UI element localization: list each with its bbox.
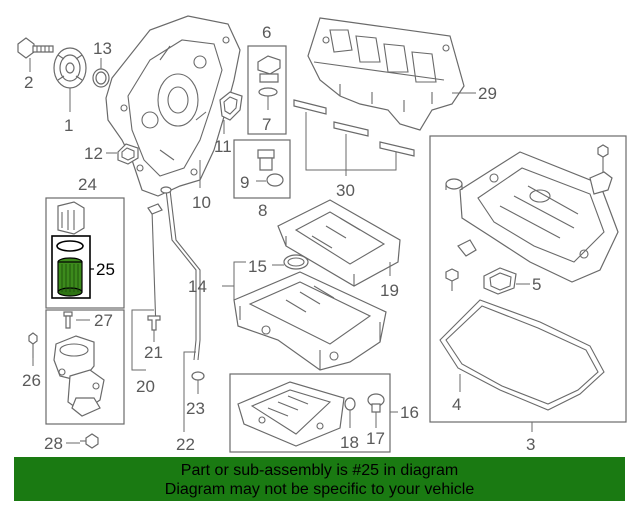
label-3: 3 (526, 435, 535, 454)
label-24: 24 (78, 175, 97, 194)
label-29: 29 (478, 84, 497, 103)
washer-part-18[interactable] (344, 397, 356, 411)
label-26: 26 (22, 371, 41, 390)
gasket-part-15[interactable] (283, 254, 309, 270)
label-16: 16 (400, 403, 419, 422)
label-22: 22 (176, 435, 195, 454)
sensor-part-9[interactable] (257, 149, 284, 187)
label-23: 23 (186, 399, 205, 418)
gaskets-part-30[interactable] (293, 99, 415, 157)
label-10: 10 (192, 193, 211, 212)
vc-cap[interactable] (445, 178, 463, 190)
filter-cap[interactable] (57, 201, 85, 235)
label-15: 15 (248, 257, 267, 276)
label-11: 11 (214, 137, 232, 156)
group-box-3 (429, 135, 627, 423)
intake-manifold-part-29[interactable] (307, 17, 465, 131)
gasket-part-12[interactable] (117, 143, 139, 165)
label-7: 7 (262, 115, 271, 134)
group-box-26 (45, 309, 125, 425)
drain-plug-part-17[interactable] (367, 393, 385, 413)
label-4: 4 (452, 395, 461, 414)
group-box-6 (247, 45, 287, 135)
vc-sensor[interactable] (589, 171, 613, 195)
pulley-part-1[interactable] (53, 47, 87, 89)
seal-part-5[interactable] (483, 267, 517, 295)
seal-part-13[interactable] (92, 68, 110, 88)
group-box-24 (45, 197, 125, 309)
gasket-part-11[interactable] (219, 91, 243, 121)
baffle-part-19[interactable] (277, 199, 401, 287)
group-box-16 (229, 373, 391, 453)
label-20: 20 (136, 377, 155, 396)
clip-part-21[interactable] (147, 315, 161, 331)
group-box-8 (233, 139, 291, 199)
label-13: 13 (93, 39, 112, 58)
label-28: 28 (44, 434, 63, 453)
dipstick-tube[interactable] (160, 186, 201, 361)
info-banner: Part or sub-assembly is #25 in diagram D… (14, 457, 625, 501)
oil-pan-upper-part-14[interactable] (233, 271, 387, 371)
label-9: 9 (240, 173, 249, 192)
timing-cover[interactable] (105, 15, 241, 197)
label-8: 8 (258, 201, 267, 220)
label-21: 21 (144, 343, 163, 362)
label-6: 6 (262, 23, 271, 42)
oil-pan-lower[interactable] (237, 381, 345, 447)
oil-filter-part-25[interactable] (56, 240, 84, 297)
label-14: 14 (188, 277, 207, 296)
bolt-part-26[interactable] (28, 332, 38, 358)
label-19: 19 (380, 281, 399, 300)
label-25: 25 (96, 260, 115, 279)
vc-bolt-1[interactable] (597, 144, 609, 173)
label-2: 2 (24, 73, 33, 92)
vc-bolt-2[interactable] (445, 268, 459, 291)
filter-housing[interactable] (53, 335, 105, 417)
oring-part-23[interactable] (191, 371, 205, 381)
oring-part-7[interactable] (258, 87, 278, 97)
label-1: 1 (64, 116, 73, 135)
bolt-part-28[interactable] (80, 433, 99, 449)
label-12: 12 (84, 144, 103, 163)
label-17: 17 (366, 429, 385, 448)
valve-cover[interactable] (459, 151, 619, 283)
vc-clip[interactable] (457, 239, 477, 257)
bolt-part-2[interactable] (17, 37, 54, 59)
label-18: 18 (340, 433, 359, 452)
gasket-part-4[interactable] (439, 299, 605, 411)
label-5: 5 (532, 275, 541, 294)
label-30: 30 (336, 181, 355, 200)
cap-part-6[interactable] (257, 55, 281, 83)
bolt-part-27[interactable] (63, 311, 73, 329)
banner-line-2: Diagram may not be specific to your vehi… (164, 481, 475, 498)
label-27: 27 (94, 311, 113, 330)
banner-line-1: Part or sub-assembly is #25 in diagram (180, 462, 459, 479)
dipstick-part-20[interactable] (147, 203, 163, 331)
